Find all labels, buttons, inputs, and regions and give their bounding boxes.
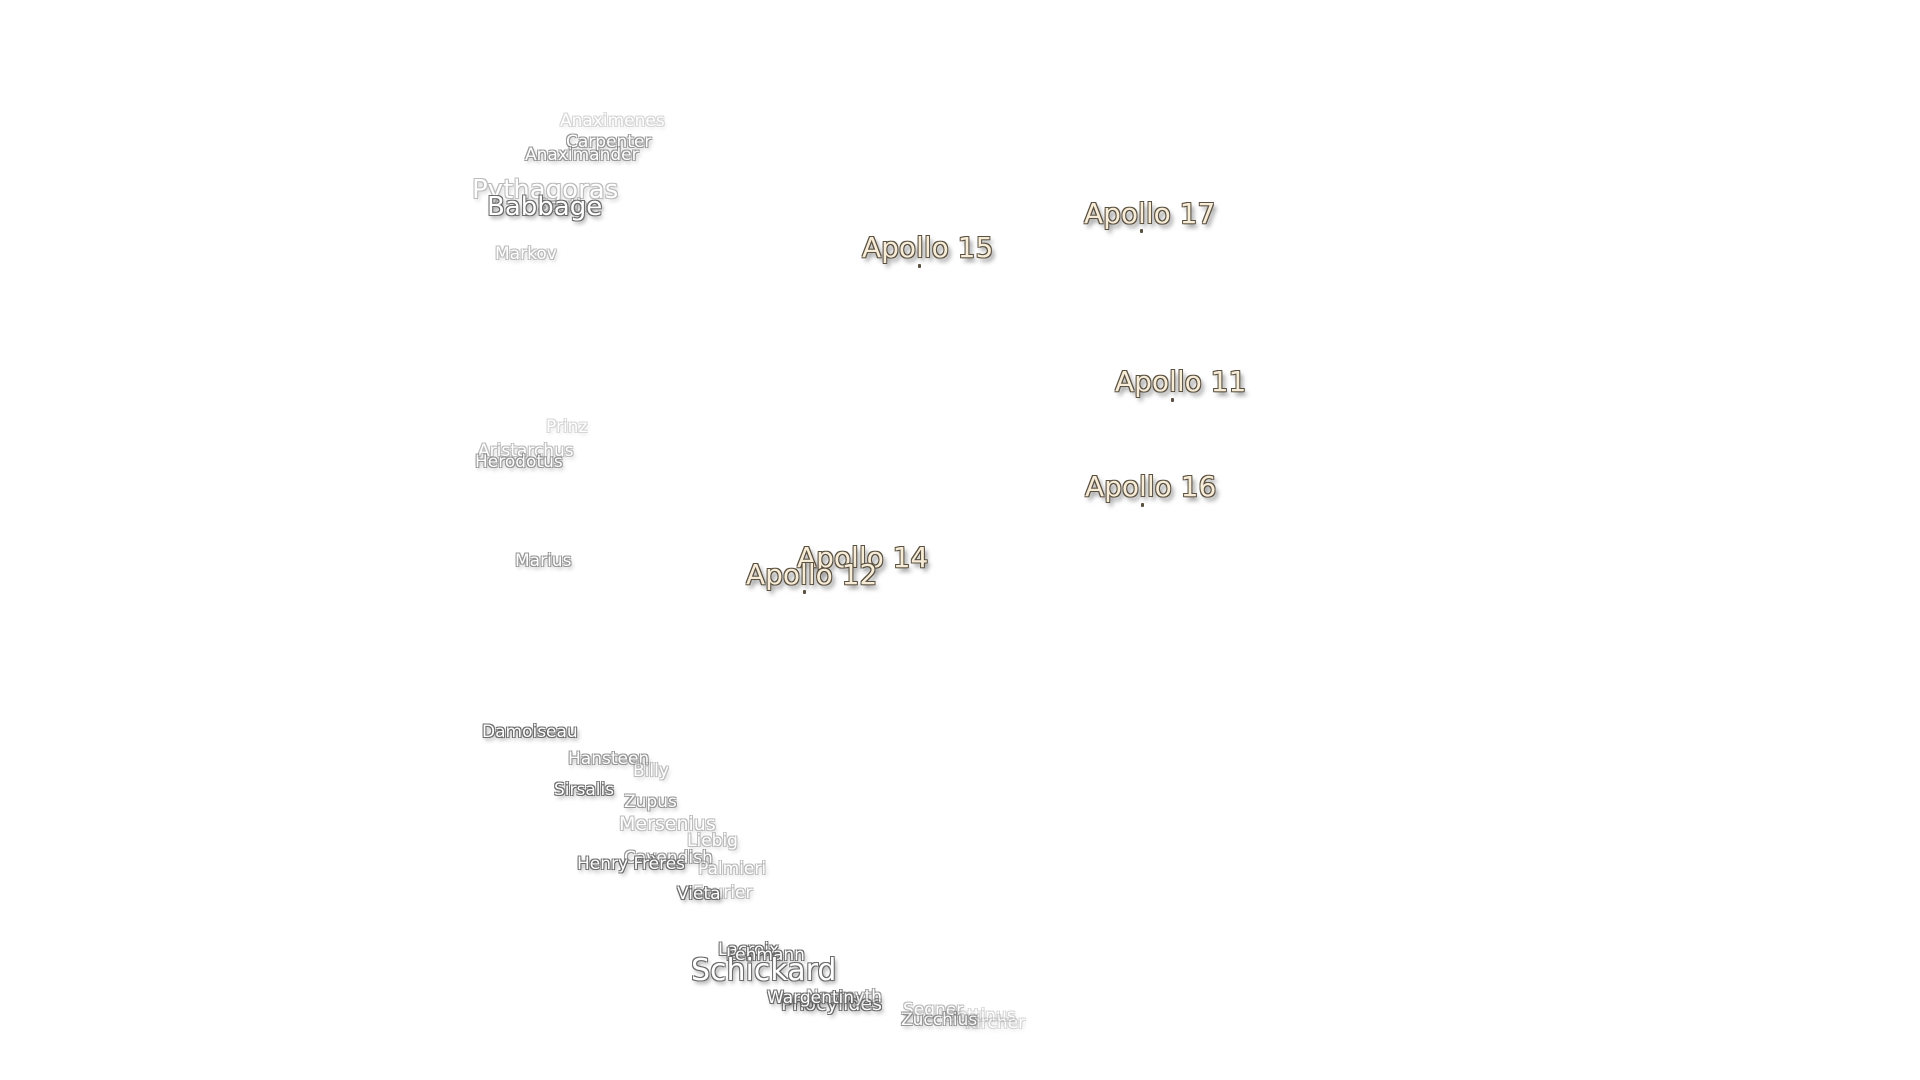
- apollo-12-site-marker[interactable]: [803, 590, 806, 594]
- crater-label-schickard[interactable]: Schickard: [691, 953, 837, 988]
- crater-label-damoiseau[interactable]: Damoiseau: [482, 722, 578, 742]
- crater-label-prinz[interactable]: Prinz: [546, 417, 588, 437]
- apollo-16-site-marker[interactable]: [1141, 503, 1144, 507]
- apollo-17-label[interactable]: Apollo 17: [1084, 197, 1216, 230]
- crater-label-hansteen[interactable]: Hansteen: [568, 749, 650, 769]
- crater-label-lehmann[interactable]: Lehmann: [726, 945, 805, 965]
- apollo-15-label[interactable]: Apollo 15: [862, 231, 994, 264]
- crater-label-marius[interactable]: Marius: [515, 551, 572, 571]
- crater-label-segner[interactable]: Segner: [903, 1000, 964, 1020]
- crater-label-markov[interactable]: Markov: [495, 244, 557, 264]
- crater-label-fourier[interactable]: Fourier: [693, 883, 753, 903]
- crater-label-anaximenes[interactable]: Anaximenes: [560, 111, 665, 131]
- crater-label-vieta[interactable]: Vieta: [677, 884, 721, 904]
- apollo-11-label[interactable]: Apollo 11: [1115, 365, 1247, 398]
- apollo-11-site-marker[interactable]: [1171, 398, 1174, 402]
- apollo-16-label[interactable]: Apollo 16: [1085, 470, 1217, 503]
- crater-label-billy[interactable]: Billy: [633, 761, 669, 781]
- apollo-14-label[interactable]: Apollo 14: [797, 541, 929, 574]
- crater-label-phocylides[interactable]: Phocylides: [781, 993, 883, 1015]
- crater-label-mersenius[interactable]: Mersenius: [619, 813, 716, 835]
- crater-label-palmieri[interactable]: Palmieri: [698, 859, 767, 879]
- crater-label-aristarchus[interactable]: Aristarchus: [478, 441, 574, 461]
- apollo-12-label[interactable]: Apollo 12: [746, 558, 878, 591]
- crater-label-lacroix[interactable]: Lacroix: [718, 940, 780, 960]
- crater-label-kircher[interactable]: Kircher: [965, 1013, 1026, 1033]
- crater-label-bettinus[interactable]: Bettinus: [945, 1006, 1016, 1026]
- crater-label-anaximander[interactable]: Anaximander: [525, 145, 639, 165]
- crater-label-carpenter[interactable]: Carpenter: [566, 132, 652, 152]
- crater-label-babbage[interactable]: Babbage: [487, 192, 603, 222]
- crater-label-pythagoras[interactable]: Pythagoras: [472, 175, 619, 205]
- crater-label-liebig[interactable]: Liebig: [687, 831, 738, 851]
- crater-label-henry-freres[interactable]: Henry Frères: [577, 854, 686, 874]
- crater-label-nasmyth[interactable]: Nasmyth: [806, 987, 883, 1007]
- crater-label-sirsalis[interactable]: Sirsalis: [554, 780, 615, 800]
- crater-label-zupus[interactable]: Zupus: [624, 792, 677, 812]
- crater-label-south[interactable]: South: [538, 196, 588, 216]
- apollo-17-site-marker[interactable]: [1140, 229, 1143, 233]
- crater-label-herodotus[interactable]: Herodotus: [475, 452, 563, 472]
- crater-label-wargentin[interactable]: Wargentin: [767, 988, 855, 1008]
- apollo-15-site-marker[interactable]: [918, 264, 921, 268]
- crater-label-zucchius[interactable]: Zucchius: [901, 1010, 978, 1030]
- crater-label-cavendish[interactable]: Cavendish: [624, 848, 713, 868]
